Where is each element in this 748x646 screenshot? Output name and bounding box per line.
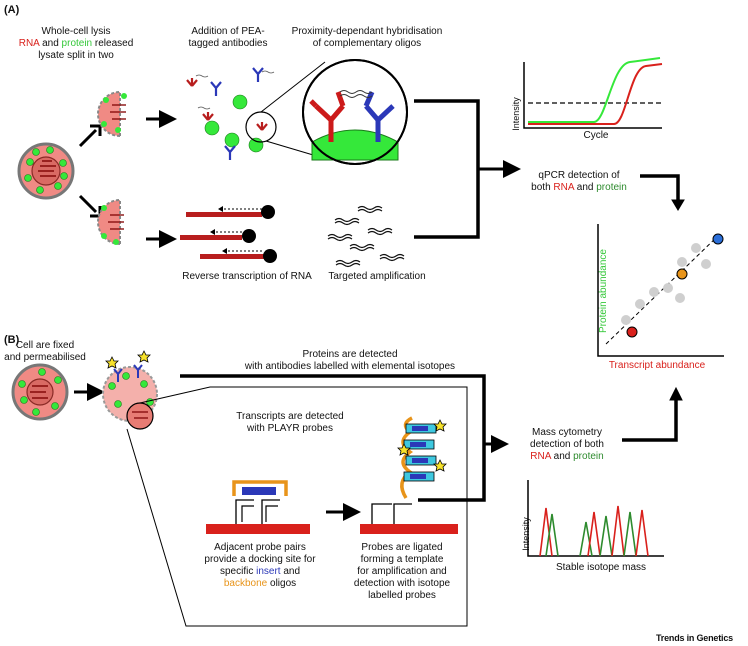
fixed-label: Cell are fixed and permeabilised	[4, 340, 86, 363]
scatter-xlabel: Transcript abundance	[608, 360, 706, 371]
lysis-rna: RNA	[18, 38, 40, 49]
lysis-line1: Whole-cell lysis	[41, 26, 111, 37]
playr-zoom-box	[126, 386, 468, 627]
proximity-zoom	[260, 59, 408, 165]
permeabilised-cell	[102, 350, 158, 430]
proteins-label: Proteins are detected with antibodies la…	[244, 349, 456, 372]
amp-label: Targeted amplification	[328, 271, 426, 282]
pea-antibodies	[186, 67, 277, 160]
probe-pair-unligated	[206, 480, 310, 534]
merge-bracket-b	[180, 374, 683, 502]
transcripts-label: Transcripts are detected with PLAYR prob…	[236, 411, 344, 434]
panel-a-label: (A)	[4, 4, 20, 16]
rt-products	[180, 205, 277, 263]
probe-pair-ligated	[360, 416, 458, 534]
fixed-cell	[11, 363, 69, 421]
brand-logo: Trends in Genetics	[656, 633, 733, 643]
merge-bracket-a	[414, 99, 685, 239]
lysis-protein: protein	[61, 38, 93, 49]
split-arrows	[78, 124, 102, 218]
amplicons	[327, 205, 405, 268]
half-cell-bottom	[97, 198, 124, 246]
lysis-line3: lysate split in two	[38, 50, 114, 61]
half-cell-top	[97, 90, 127, 138]
scatter-chart	[597, 224, 724, 357]
qpcr-chart-xlabel: Cycle	[583, 130, 609, 141]
proximity-label: Proximity-dependant hybridisation of com…	[291, 26, 443, 49]
panel-b-label: (B)	[4, 334, 20, 346]
adjacent-label: Adjacent probe pairs provide a docking s…	[204, 542, 316, 589]
mass-chart	[527, 480, 664, 557]
qpcr-label: qPCR detection of both RNA and protein	[531, 170, 627, 193]
qpcr-chart	[523, 57, 663, 129]
ligated-label: Probes are ligated forming a template fo…	[353, 542, 451, 601]
mass-chart-xlabel: Stable isotope mass	[555, 562, 647, 573]
mass-label: Mass cytometry detection of both RNA and…	[530, 427, 604, 462]
whole-cell-a	[17, 142, 75, 200]
pea-label: Addition of PEA- tagged antibodies	[188, 26, 268, 49]
lysis-label: Whole-cell lysis RNA and protein release…	[0, 26, 152, 62]
rt-label: Reverse transcription of RNA	[182, 271, 312, 282]
